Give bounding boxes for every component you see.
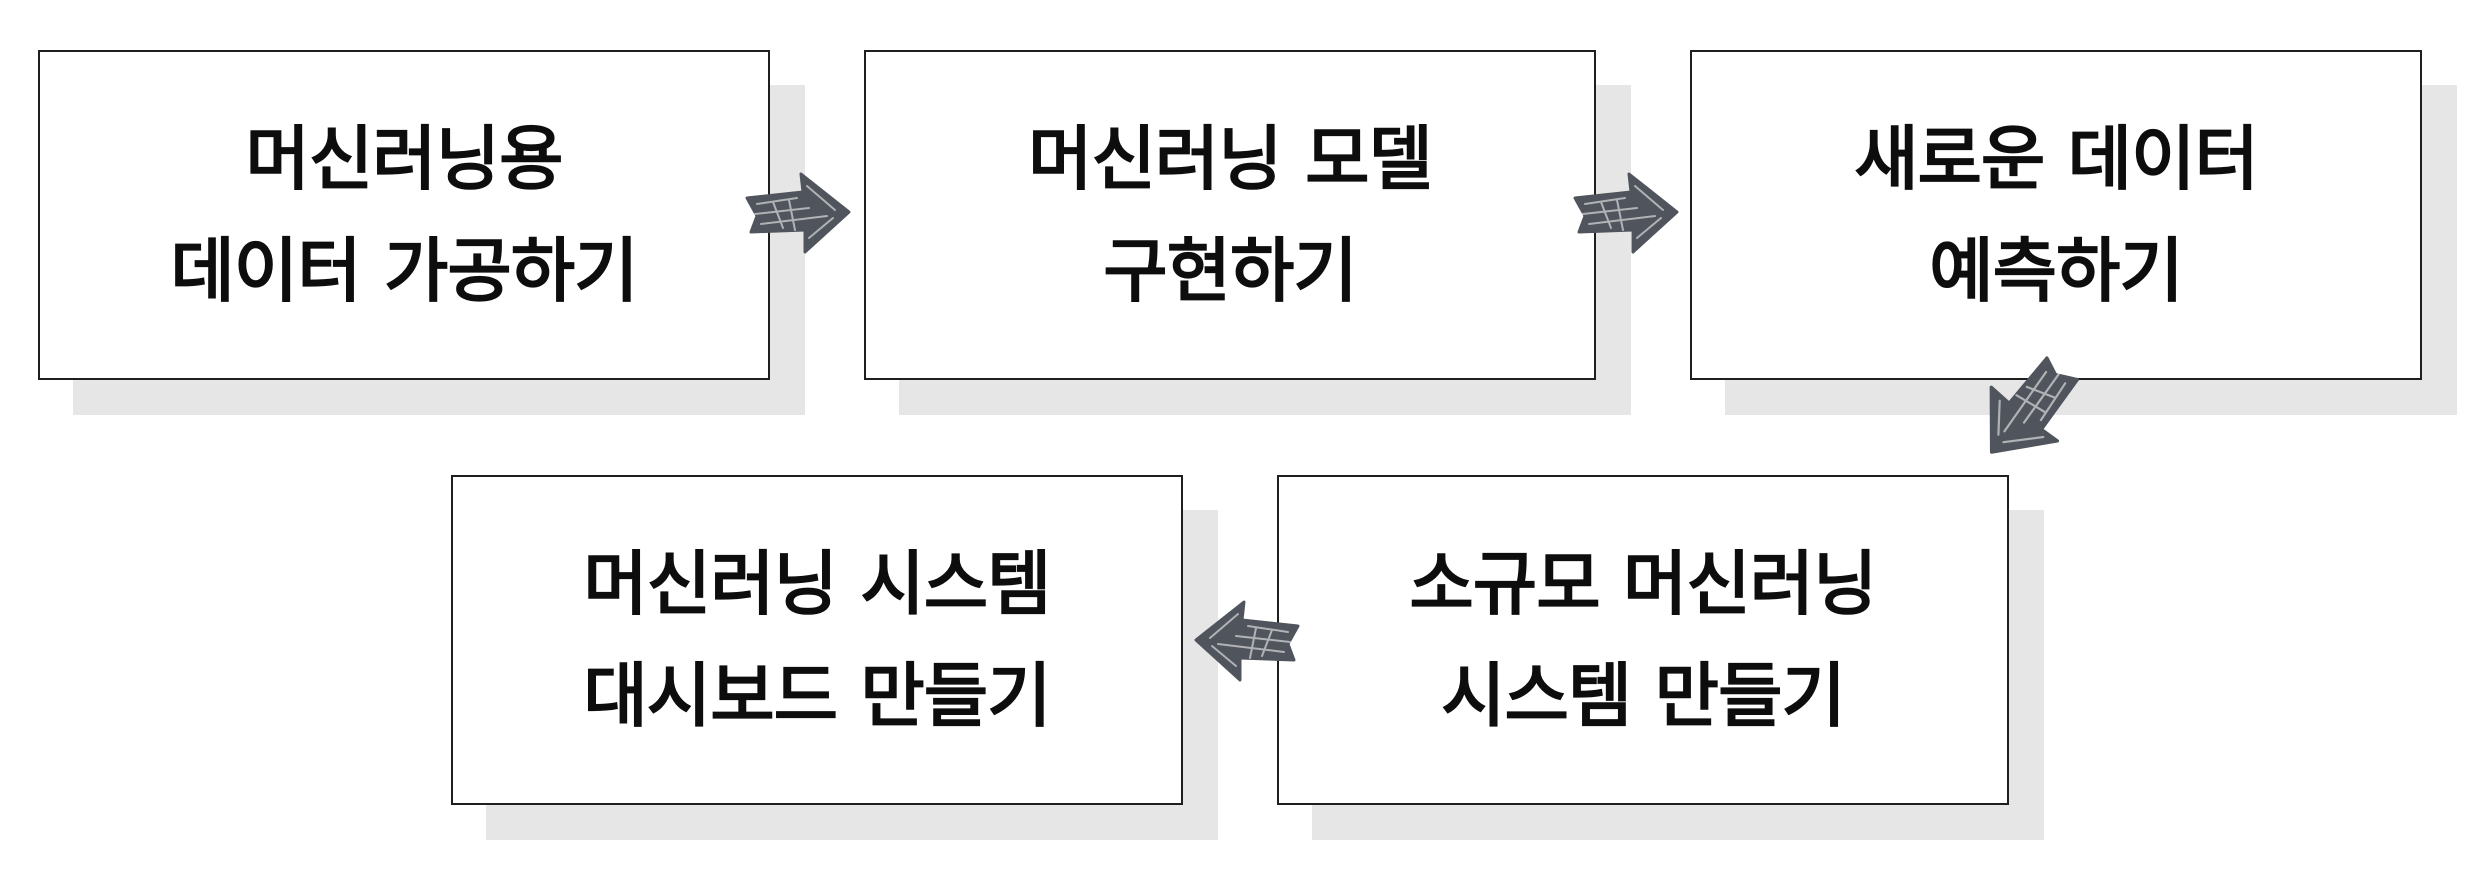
arrow-2-3-graphic <box>1573 172 1679 254</box>
sketch-arrow-down-left-icon <box>1968 350 2088 470</box>
sketch-arrow-right-icon <box>743 168 853 258</box>
step-1-line-2: 데이터 가공하기 <box>170 230 638 312</box>
step-card: 소규모 머신러닝 시스템 만들기 <box>1277 475 2009 805</box>
step-card: 머신러닝 모델 구현하기 <box>864 50 1596 380</box>
step-2-line-2: 구현하기 <box>1103 230 1358 312</box>
step-card: 새로운 데이터 예측하기 <box>1690 50 2422 380</box>
sketch-arrow-right-icon <box>1571 168 1681 258</box>
step-card: 머신러닝 시스템 대시보드 만들기 <box>451 475 1183 805</box>
step-3-line-1: 새로운 데이터 <box>1854 118 2259 200</box>
arrow-1-2-graphic <box>745 172 851 254</box>
step-box-3: 새로운 데이터 예측하기 <box>1690 50 2457 415</box>
step-5-line-1: 머신러닝 시스템 <box>583 543 1051 625</box>
step-box-1: 머신러닝용 데이터 가공하기 <box>38 50 805 415</box>
step-box-4: 소규모 머신러닝 시스템 만들기 <box>1277 475 2044 840</box>
step-1-line-1: 머신러닝용 <box>245 118 564 200</box>
step-3-line-2: 예측하기 <box>1929 230 2184 312</box>
step-card: 머신러닝용 데이터 가공하기 <box>38 50 770 380</box>
arrow-3-4-graphic <box>1989 356 2080 454</box>
step-5-line-2: 대시보드 만들기 <box>583 655 1051 737</box>
sketch-arrow-right-shape <box>745 172 851 254</box>
sketch-arrow-left-icon <box>1192 596 1302 686</box>
arrow-4-5-graphic <box>1194 600 1300 682</box>
step-4-line-1: 소규모 머신러닝 <box>1409 543 1877 625</box>
sketch-arrow-left-shape <box>1194 600 1300 682</box>
step-box-5: 머신러닝 시스템 대시보드 만들기 <box>451 475 1218 840</box>
sketch-arrow-down-left-shape <box>1989 356 2080 454</box>
step-2-line-1: 머신러닝 모델 <box>1028 118 1433 200</box>
step-4-line-2: 시스템 만들기 <box>1441 655 1846 737</box>
step-box-2: 머신러닝 모델 구현하기 <box>864 50 1631 415</box>
sketch-arrow-right-shape <box>1573 172 1679 254</box>
